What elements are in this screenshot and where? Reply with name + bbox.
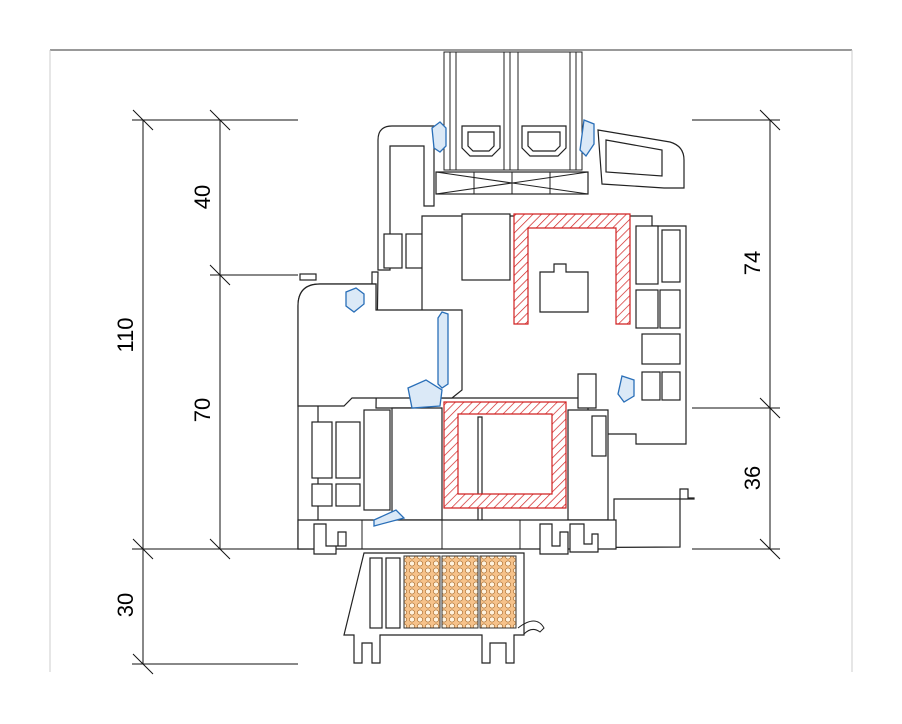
- sill-profile: [343, 552, 545, 664]
- insulation-block-2: [441, 555, 479, 629]
- dim-left-top: 40: [190, 185, 215, 209]
- frame-reinforcement: [443, 401, 567, 509]
- gaskets: [345, 119, 635, 527]
- drawing-border: [49, 49, 853, 672]
- insulation-block-1: [403, 555, 441, 629]
- insulation-block-3: [479, 555, 517, 629]
- dim-left-bottom: 30: [113, 593, 138, 617]
- dim-right-bottom: 36: [740, 466, 765, 490]
- left-dimension-lines: [132, 109, 298, 675]
- dim-left-middle: 70: [190, 398, 215, 422]
- frame-profile: [297, 273, 695, 555]
- right-dimension-lines: [692, 109, 781, 560]
- dim-left-total: 110: [113, 317, 138, 352]
- glazing-unit: [435, 51, 589, 195]
- dim-right-top: 74: [740, 251, 765, 275]
- sash-reinforcement: [513, 213, 631, 325]
